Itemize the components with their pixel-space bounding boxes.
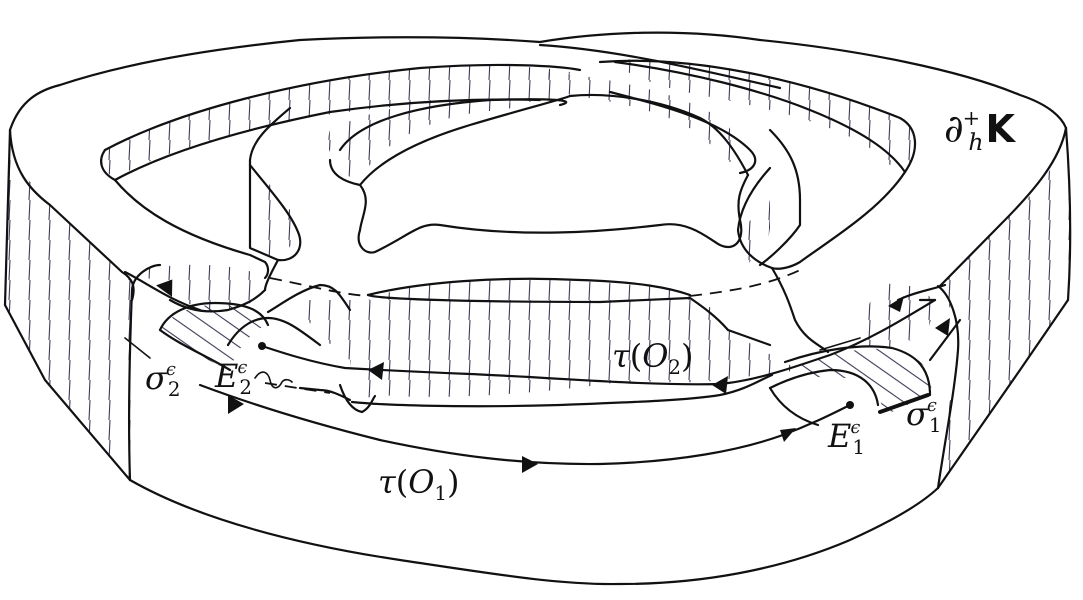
e1-label: Eϵ1 bbox=[828, 417, 866, 460]
inner-outlines bbox=[100, 43, 932, 427]
tau-o2-label: τ(O2) bbox=[612, 337, 694, 379]
e1-flap bbox=[790, 348, 932, 415]
hidden-lines bbox=[264, 269, 801, 394]
orbit-tau-o1 bbox=[198, 318, 962, 473]
outer-outline bbox=[3, 31, 1072, 586]
outer-right-wall bbox=[938, 128, 1071, 488]
sigma1-label: σϵ1 bbox=[906, 395, 942, 438]
outer-left-wall bbox=[5, 130, 132, 480]
tau-o1-label: τ(O1) bbox=[378, 463, 460, 505]
sigma2-label: σϵ2 bbox=[145, 359, 181, 402]
boundary-label: ∂+hK bbox=[944, 106, 1015, 156]
orbit-tau-o2 bbox=[123, 270, 947, 394]
e2-flap bbox=[160, 305, 265, 370]
e2-label: Eϵ2 bbox=[215, 357, 253, 400]
e2-wave bbox=[254, 371, 293, 389]
front-inner-wall bbox=[140, 264, 935, 400]
